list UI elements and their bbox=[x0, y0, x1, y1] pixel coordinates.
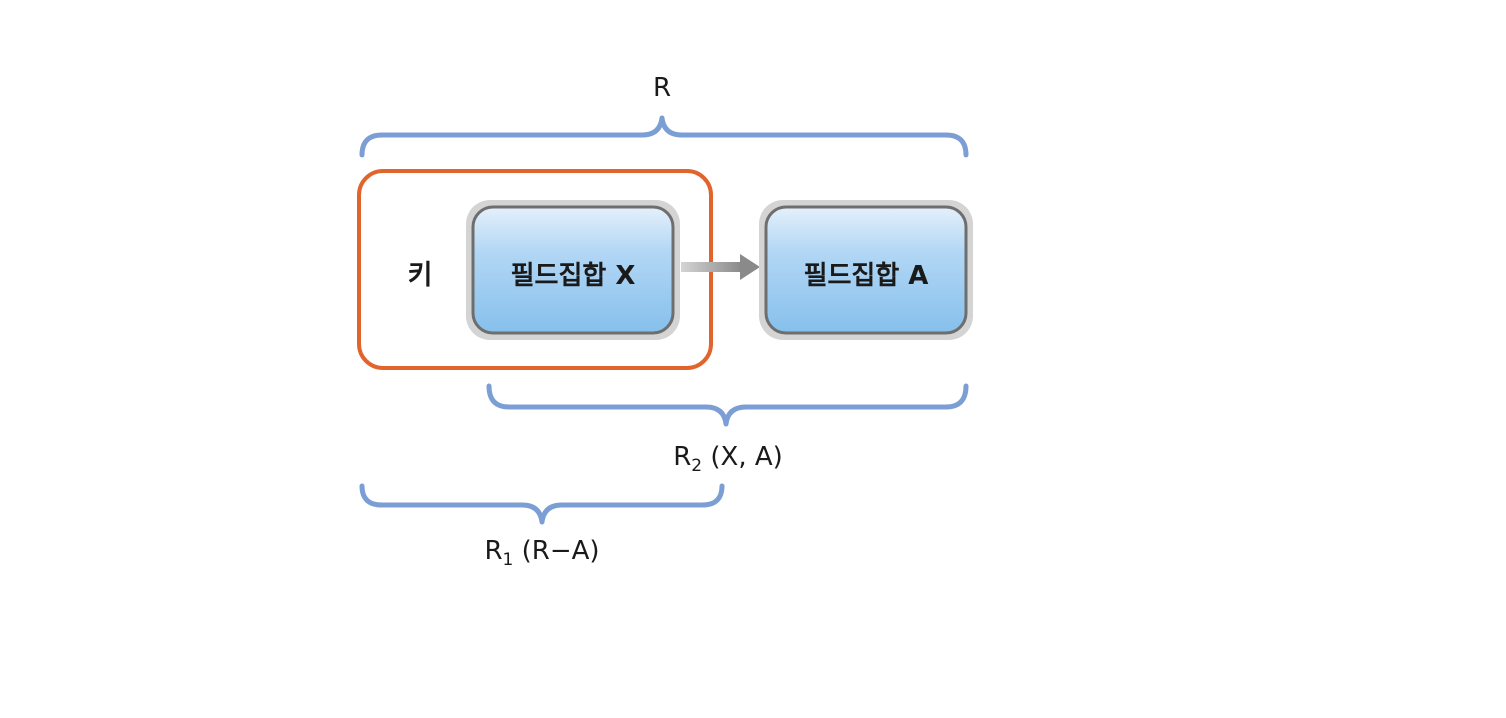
field-set-x-label: 필드집합 X bbox=[511, 261, 636, 291]
right-arrow-icon bbox=[681, 254, 760, 280]
r2-label: R2 (X, A) bbox=[673, 442, 783, 476]
r1-brace bbox=[359, 483, 725, 525]
field-set-a-label: 필드집합 A bbox=[804, 261, 929, 291]
field-set-x-box: 필드집합 X bbox=[466, 200, 680, 340]
field-set-a-box: 필드집합 A bbox=[759, 200, 973, 340]
relation-label: R bbox=[653, 73, 671, 103]
r1-label: R1 (R−A) bbox=[484, 536, 599, 570]
relation-brace bbox=[359, 115, 969, 158]
r2-brace bbox=[486, 383, 969, 427]
key-label: 키 bbox=[408, 260, 433, 291]
